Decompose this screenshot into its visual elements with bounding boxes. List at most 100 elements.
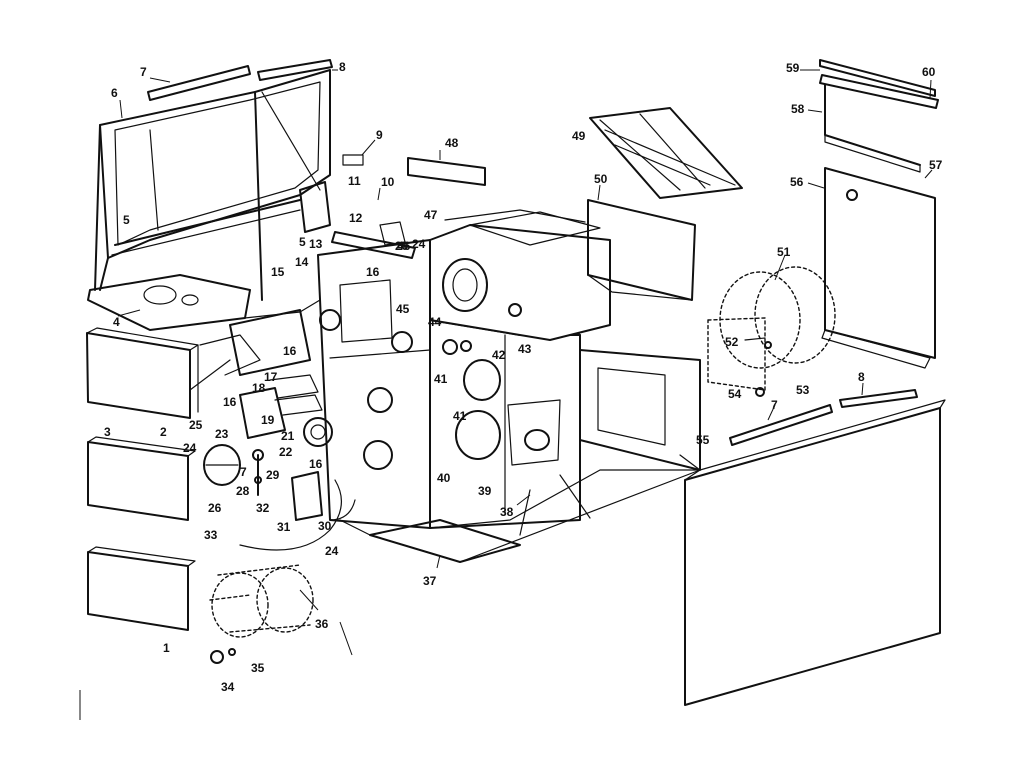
top-plate-12 bbox=[331, 221, 416, 259]
callout-52: 52 bbox=[725, 335, 739, 349]
callout-39: 39 bbox=[478, 484, 492, 498]
callout-9: 9 bbox=[376, 128, 383, 142]
pump-motor bbox=[203, 444, 241, 486]
callout-16a: 16 bbox=[283, 344, 297, 358]
callout-49: 49 bbox=[572, 129, 586, 143]
callout-18: 18 bbox=[252, 381, 266, 395]
callout-12: 12 bbox=[349, 211, 363, 225]
nozzle-parts bbox=[210, 648, 236, 664]
side-rail-7 bbox=[729, 404, 833, 446]
ignition-transformer bbox=[239, 471, 356, 551]
blower-housing bbox=[707, 266, 836, 391]
callout-28: 28 bbox=[236, 484, 250, 498]
front-panel-lower bbox=[87, 546, 196, 631]
top-cap-59 bbox=[819, 59, 936, 97]
callout-37: 37 bbox=[423, 574, 437, 588]
callout-24a: 24 bbox=[183, 441, 197, 455]
callout-29: 29 bbox=[266, 468, 280, 482]
front-panel-upper bbox=[86, 327, 199, 419]
callout-42: 42 bbox=[492, 348, 506, 362]
callout-50: 50 bbox=[594, 172, 608, 186]
heat-exchanger-front bbox=[317, 239, 431, 529]
callout-34: 34 bbox=[221, 680, 235, 694]
top-rail-left bbox=[147, 65, 251, 101]
filter-door-58 bbox=[824, 84, 921, 173]
floor-outline bbox=[339, 454, 701, 563]
callout-35: 35 bbox=[251, 661, 265, 675]
callout-38: 38 bbox=[500, 505, 514, 519]
callout-25: 25 bbox=[189, 418, 203, 432]
callout-21: 21 bbox=[281, 429, 295, 443]
callout-7c: 7 bbox=[771, 398, 778, 412]
callout-43: 43 bbox=[518, 342, 532, 356]
callout-32: 32 bbox=[256, 501, 270, 515]
callout-16d: 16 bbox=[309, 457, 323, 471]
callout-36: 36 bbox=[315, 617, 329, 631]
top-cap-60 bbox=[819, 74, 939, 109]
callout-57: 57 bbox=[929, 158, 943, 172]
top-rail-right bbox=[257, 59, 333, 81]
callout-4: 4 bbox=[113, 315, 120, 329]
callout-58: 58 bbox=[791, 102, 805, 116]
callout-46: 46 bbox=[397, 239, 411, 253]
callout-44: 44 bbox=[428, 315, 442, 329]
callout-16b: 16 bbox=[223, 395, 237, 409]
callout-13: 13 bbox=[309, 237, 323, 251]
callout-24b: 24 bbox=[412, 237, 426, 251]
callout-7a: 7 bbox=[140, 65, 147, 79]
callout-55: 55 bbox=[696, 433, 710, 447]
callout-47: 47 bbox=[424, 208, 438, 222]
callout-40: 40 bbox=[437, 471, 451, 485]
callout-10: 10 bbox=[381, 175, 395, 189]
callout-labels: 1 2 3 4 5 5 6 7 7 7 8 8 9 10 11 12 13 14… bbox=[104, 60, 943, 694]
callout-6: 6 bbox=[111, 86, 118, 100]
callout-41b: 41 bbox=[453, 409, 467, 423]
side-rail-8 bbox=[839, 389, 918, 408]
callout-30: 30 bbox=[318, 519, 332, 533]
callout-14: 14 bbox=[295, 255, 309, 269]
relay-box bbox=[239, 374, 323, 439]
callout-3: 3 bbox=[104, 425, 111, 439]
callout-48: 48 bbox=[445, 136, 459, 150]
oil-burner bbox=[209, 564, 314, 638]
callout-31: 31 bbox=[277, 520, 291, 534]
side-panel-55 bbox=[684, 399, 946, 706]
callout-26: 26 bbox=[208, 501, 222, 515]
callout-59: 59 bbox=[786, 61, 800, 75]
filter-rack bbox=[589, 107, 743, 199]
callout-8a: 8 bbox=[339, 60, 346, 74]
side-panel-56 bbox=[821, 167, 936, 369]
callout-23: 23 bbox=[215, 427, 229, 441]
electrode-assembly bbox=[252, 449, 264, 496]
callout-24c: 24 bbox=[325, 544, 339, 558]
blower-access-panel bbox=[579, 349, 701, 471]
front-panel-middle bbox=[87, 436, 196, 521]
callout-15: 15 bbox=[271, 265, 285, 279]
callout-33: 33 bbox=[204, 528, 218, 542]
callout-51: 51 bbox=[777, 245, 791, 259]
limit-control-bracket bbox=[299, 154, 364, 233]
callout-53: 53 bbox=[796, 383, 810, 397]
blower-bolts bbox=[755, 341, 772, 397]
callout-16c: 16 bbox=[366, 265, 380, 279]
callout-2: 2 bbox=[160, 425, 167, 439]
leader-lines bbox=[79, 69, 933, 720]
combustion-chamber-ports bbox=[442, 339, 561, 466]
callout-56: 56 bbox=[790, 175, 804, 189]
callout-5a: 5 bbox=[123, 213, 130, 227]
callout-11: 11 bbox=[348, 174, 361, 188]
transformer bbox=[303, 417, 333, 447]
callout-19: 19 bbox=[261, 413, 275, 427]
callout-1: 1 bbox=[163, 641, 170, 655]
callout-17: 17 bbox=[264, 370, 278, 384]
rear-cover-panel bbox=[587, 199, 696, 301]
callout-5b: 5 bbox=[299, 235, 306, 249]
callout-54: 54 bbox=[728, 387, 742, 401]
callout-8b: 8 bbox=[858, 370, 865, 384]
callout-60: 60 bbox=[922, 65, 936, 79]
flue-baffle bbox=[407, 157, 486, 186]
callout-20: 20 bbox=[395, 239, 409, 253]
mounting-plate bbox=[189, 309, 311, 391]
